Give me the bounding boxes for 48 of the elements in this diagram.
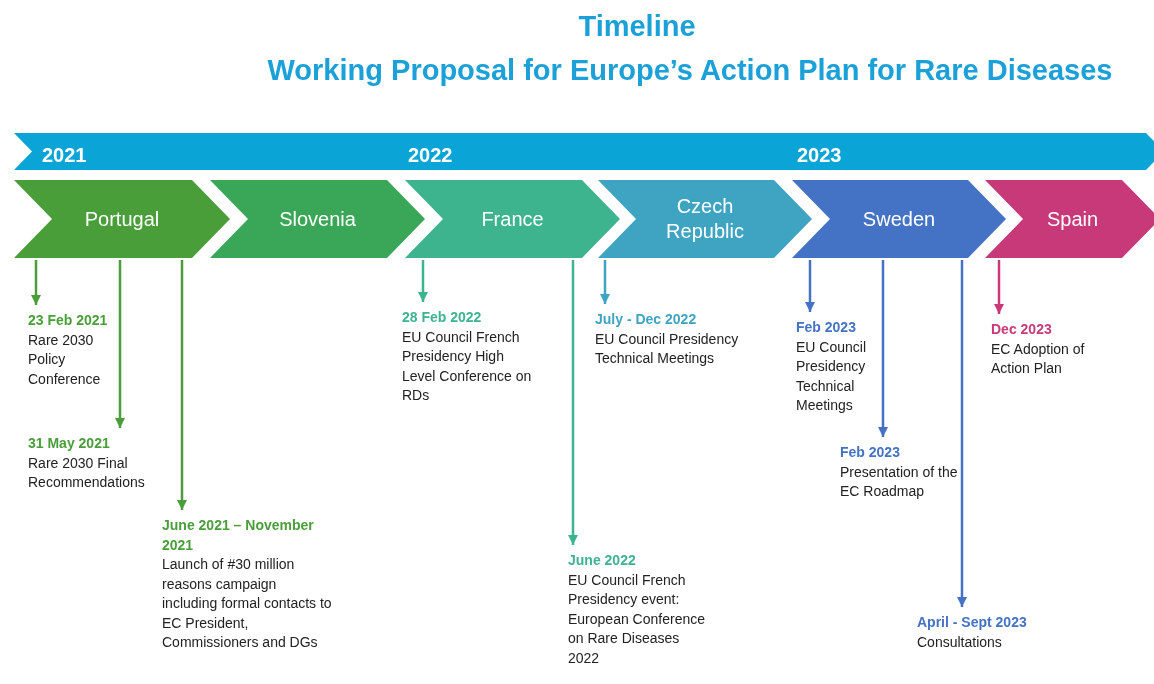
event-description: EU Council Presidency Technical Meetings	[595, 329, 740, 368]
country-banner	[210, 180, 425, 258]
country-name: Czech Republic	[665, 194, 745, 244]
event-description: EU Council Presidency Technical Meetings	[796, 337, 868, 415]
country-name: Spain	[1045, 206, 1100, 232]
event-date: Dec 2023	[991, 320, 1053, 339]
title: Timeline	[577, 10, 697, 43]
event-description: EU Council French Presidency High Level Conference on RDs	[402, 327, 533, 405]
country-banner	[405, 180, 620, 258]
arrow	[878, 260, 888, 437]
arrow	[568, 260, 578, 545]
arrow	[805, 260, 815, 312]
country-name: France	[480, 206, 545, 232]
country-banner	[985, 180, 1154, 258]
country-banner	[14, 180, 230, 258]
event-date: 28 Feb 2022	[402, 308, 483, 327]
country-name: Portugal	[83, 206, 161, 232]
event-date: Feb 2023	[796, 318, 857, 337]
year-label: 2022	[408, 143, 453, 168]
country-banner	[792, 180, 1006, 258]
subtitle: Working Proposal for Europe’s Action Plan for Rare Diseases	[266, 54, 1114, 87]
event-description: Rare 2030 Policy Conference	[28, 330, 102, 389]
arrow	[957, 260, 967, 607]
event-date: April - Sept 2023	[917, 613, 1028, 632]
event-date: July - Dec 2022	[595, 310, 698, 329]
event-date: 23 Feb 2021	[28, 311, 109, 330]
arrow	[600, 260, 610, 304]
event-description: EU Council French Presidency event: European Conference on Rare Diseases 2022	[568, 570, 706, 668]
event-description: EC Adoption of Action Plan	[991, 339, 1086, 378]
event-description: Presentation of the EC Roadmap	[840, 462, 959, 501]
arrow	[994, 260, 1004, 314]
country-name: Slovenia	[278, 206, 357, 232]
country-banner	[598, 180, 812, 258]
arrow	[418, 260, 428, 302]
year-label: 2023	[797, 143, 842, 168]
event-date: June 2022	[568, 551, 637, 570]
event-date: June 2021 – November 2021	[162, 516, 315, 555]
arrow	[177, 260, 187, 510]
event-description: Consultations	[917, 632, 1003, 652]
country-name: Sweden	[861, 206, 937, 232]
arrow	[115, 260, 125, 428]
arrow	[31, 260, 41, 305]
event-date: 31 May 2021	[28, 434, 111, 453]
event-date: Feb 2023	[840, 443, 901, 462]
timeline-arrow	[14, 133, 1154, 170]
year-label: 2021	[42, 143, 87, 168]
event-description: Launch of #30 million reasons campaign including formal contacts to EC President, Commissioners and DGs	[162, 555, 332, 652]
event-description: Rare 2030 Final Recommendations	[28, 453, 146, 492]
